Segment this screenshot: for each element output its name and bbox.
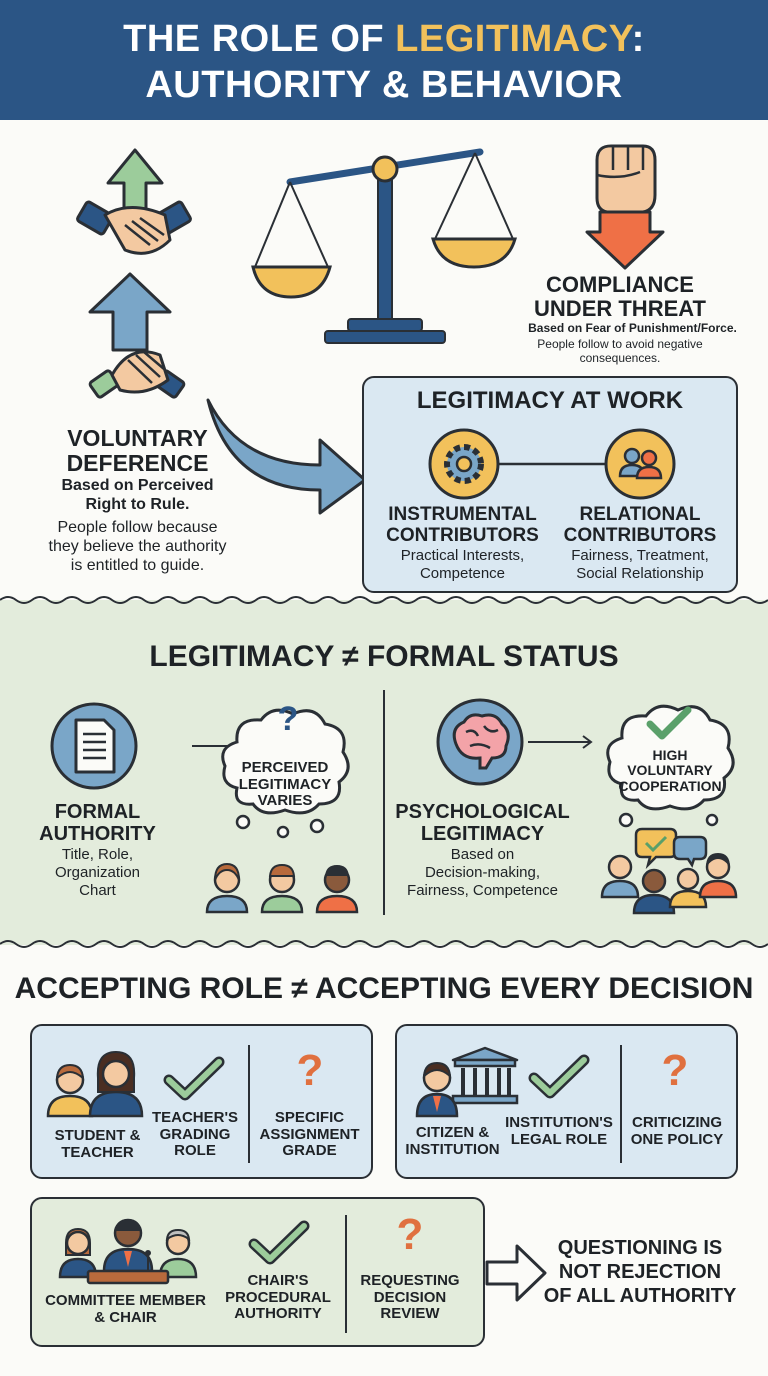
fist-icon [585, 144, 665, 270]
card2-actors: CITIZEN &INSTITUTION [405, 1124, 500, 1158]
header-banner: THE ROLE OF LEGITIMACY: AUTHORITY & BEHA… [0, 0, 768, 120]
relational-description: Fairness, Treatment,Social Relationship [571, 547, 709, 582]
card3-actors: COMMITTEE MEMBER& CHAIR [45, 1292, 206, 1326]
page-title-line2: AUTHORITY & BEHAVIOR [145, 64, 623, 106]
document-icon [50, 702, 258, 790]
wavy-border-top [0, 596, 768, 604]
people-group-icon [205, 862, 359, 914]
student-teacher-icon [46, 1050, 144, 1118]
cooperation-cloud [606, 704, 735, 828]
check-icon [248, 1220, 310, 1265]
accepting-title: ACCEPTING ROLE ≠ ACCEPTING EVERY DECISIO… [14, 972, 754, 1005]
question-icon: ? [661, 1046, 689, 1095]
card1-divider [248, 1045, 250, 1163]
thought-cloud [221, 708, 350, 839]
section-divider [383, 690, 385, 915]
title-highlight: LEGITIMACY [395, 18, 632, 60]
question-icon: ? [277, 700, 299, 738]
gear-icon [428, 428, 608, 500]
page-title-line1: THE ROLE OF LEGITIMACY: [123, 18, 645, 60]
brain-icon [436, 698, 593, 786]
people-icon [604, 428, 676, 500]
compliance-basis: Based on Fear of Punishment/Force. [528, 321, 737, 335]
team-cooperation-icon [600, 827, 738, 915]
handshake-icon [76, 148, 192, 255]
check-icon [163, 1056, 225, 1101]
clasped-hands-icon [88, 350, 186, 399]
question-icon: ? [396, 1210, 424, 1259]
card1-actors: STUDENT &TEACHER [54, 1127, 141, 1161]
wavy-border-bottom [0, 940, 768, 948]
card3-divider [345, 1215, 347, 1333]
curved-arrow-icon [206, 398, 367, 515]
work-title: LEGITIMACY AT WORK [416, 387, 684, 414]
status-title: LEGITIMACY ≠ FORMAL STATUS [149, 640, 619, 673]
building-icon [415, 1046, 519, 1118]
committee-icon [58, 1218, 198, 1285]
question-icon: ? [296, 1046, 324, 1095]
card2-divider [620, 1045, 622, 1163]
up-arrow-icon [88, 272, 172, 352]
scale-icon [251, 148, 517, 344]
instrumental-description: Practical Interests,Competence [400, 547, 525, 582]
check-icon [528, 1054, 590, 1099]
legitimacy-at-work-panel [362, 376, 738, 593]
conclusion-arrow-icon [485, 1244, 547, 1302]
